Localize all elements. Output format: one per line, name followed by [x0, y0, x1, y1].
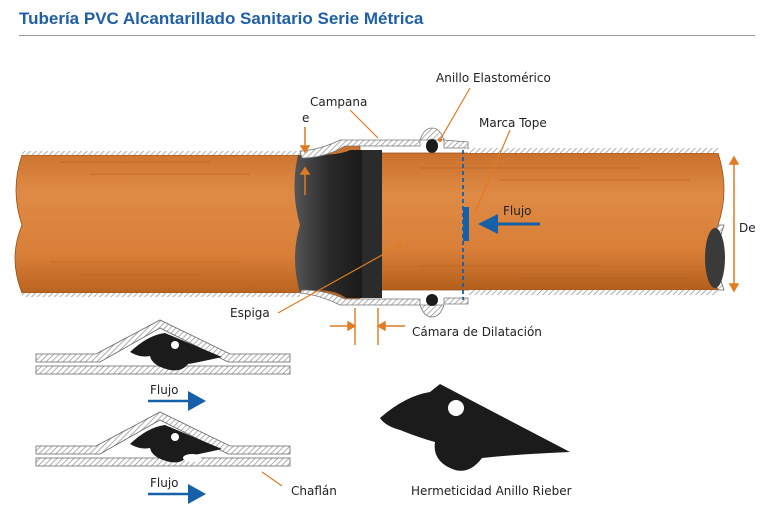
leader-campana	[349, 109, 379, 139]
rieber-gasket-shape	[380, 384, 570, 471]
label-marca-tope: Marca Tope	[479, 116, 547, 130]
leader-marca	[473, 129, 511, 216]
label-campana: Campana	[310, 95, 367, 109]
gasket-bottom	[426, 294, 438, 306]
label-chaflan: Chaflán	[291, 484, 337, 498]
main-flow-arrow	[478, 214, 540, 234]
right-pipe-body	[379, 152, 725, 291]
bell-upper-wall	[299, 139, 421, 159]
marca-tope-mark	[463, 207, 469, 241]
diameter-de-marker	[728, 155, 740, 293]
label-camara-dilatacion: Cámara de Dilatación	[412, 325, 542, 339]
leader-chaflan	[261, 471, 283, 487]
label-hermeticidad: Hermeticidad Anillo Rieber	[411, 484, 572, 498]
label-flujo-1: Flujo	[150, 383, 179, 397]
leader-espiga	[277, 244, 401, 314]
bell-inner-socket	[294, 150, 362, 298]
page-title: Tubería PVC Alcantarillado Sanitario Ser…	[19, 9, 424, 28]
label-de: De	[739, 221, 756, 235]
seal-detail-2	[35, 411, 291, 504]
seal-1-flow-arrow	[148, 391, 206, 411]
seal-2-flow-arrow	[148, 484, 206, 504]
label-flujo-2: Flujo	[150, 476, 179, 490]
seal-1-gasket	[130, 333, 222, 371]
gasket-groove-bottom	[419, 304, 445, 318]
label-e: e	[302, 111, 309, 125]
expansion-chamber-marker	[330, 308, 405, 345]
seal-detail-1	[35, 319, 291, 411]
leader-anillo	[439, 87, 471, 141]
gasket-top	[426, 139, 438, 153]
wall-thickness-e-marker	[299, 127, 311, 195]
left-pipe	[14, 144, 362, 301]
right-pipe	[362, 148, 725, 298]
rieber-gasket-hole	[448, 400, 464, 416]
seal-2-gasket	[130, 425, 222, 463]
label-espiga: Espiga	[230, 306, 270, 320]
right-pipe-inner-end	[705, 228, 725, 288]
label-flujo-main: Flujo	[503, 204, 532, 218]
label-anillo-elastomerico: Anillo Elastomérico	[436, 71, 551, 85]
bell-lower-wall	[299, 289, 421, 306]
title-divider	[19, 35, 755, 36]
